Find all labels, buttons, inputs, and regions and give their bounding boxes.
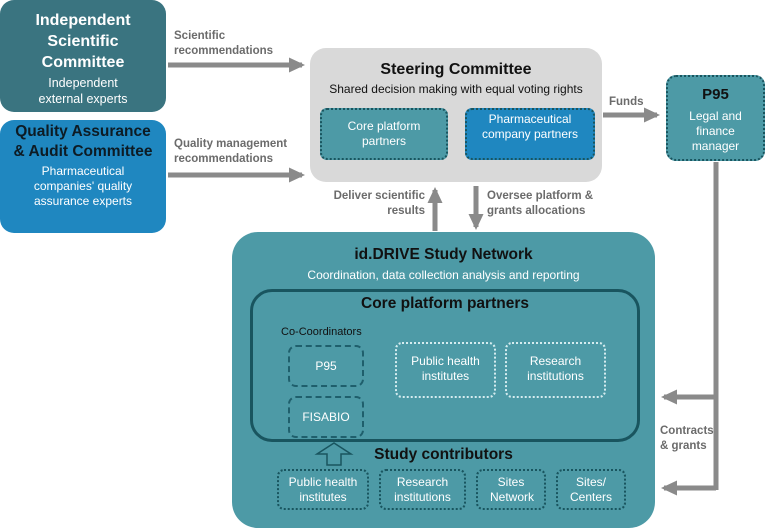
independent-committee-subtitle: Independent external experts [38, 76, 128, 106]
label-contracts: Contracts & grants [660, 425, 714, 452]
coordinator-p95: P95 [288, 345, 364, 387]
steering-subtitle: Shared decision making with equal voting… [329, 82, 583, 96]
independent-scientific-committee: Independent Scientific Committee Indepen… [0, 0, 166, 112]
core-platform-partners-box: Core platform partners Co-Coordinators P… [250, 289, 640, 442]
steering-pharma-partners: Pharmaceutical company partners [465, 108, 595, 160]
qa-committee-title: Quality Assurance & Audit Committee [13, 123, 153, 160]
network-title: id.DRIVE Study Network [354, 246, 533, 263]
steering-title: Steering Committee [380, 61, 532, 78]
coordinator-fisabio: FISABIO [288, 396, 364, 438]
core-member-public-health: Public health institutes [395, 342, 496, 398]
core-member-research: Research institutions [505, 342, 606, 398]
qa-committee-subtitle: Pharmaceutical companies' quality assura… [33, 164, 133, 208]
label-oversee: Oversee platform & grants allocations [487, 190, 594, 217]
contributors-title: Study contributors [374, 446, 513, 463]
p95-legal-finance-manager: P95 Legal and finance manager [666, 75, 765, 161]
label-funds: Funds [609, 96, 644, 108]
contributor-sites-centers: Sites/ Centers [556, 469, 626, 510]
contributor-public-health: Public health institutes [277, 469, 369, 510]
contributors-up-arrow [314, 442, 354, 466]
co-coordinators-label: Co-Coordinators [281, 326, 362, 338]
steering-core-partners: Core platform partners [320, 108, 448, 160]
steering-committee: Steering Committee Shared decision makin… [310, 48, 602, 182]
independent-committee-title: Independent Scientific Committee [35, 12, 131, 71]
contributor-research: Research institutions [379, 469, 466, 510]
core-title: Core platform partners [361, 295, 529, 312]
label-scientific-recommendations: Scientific recommendations [174, 30, 274, 57]
contributor-sites-network: Sites Network [476, 469, 546, 510]
id-drive-study-network: id.DRIVE Study Network Coordination, dat… [232, 232, 655, 528]
quality-assurance-committee: Quality Assurance & Audit Committee Phar… [0, 120, 166, 233]
label-quality-recommendations: Quality management recommendations [174, 138, 288, 165]
network-subtitle: Coordination, data collection analysis a… [307, 268, 580, 282]
label-deliver: Deliver scientific results [333, 190, 425, 217]
